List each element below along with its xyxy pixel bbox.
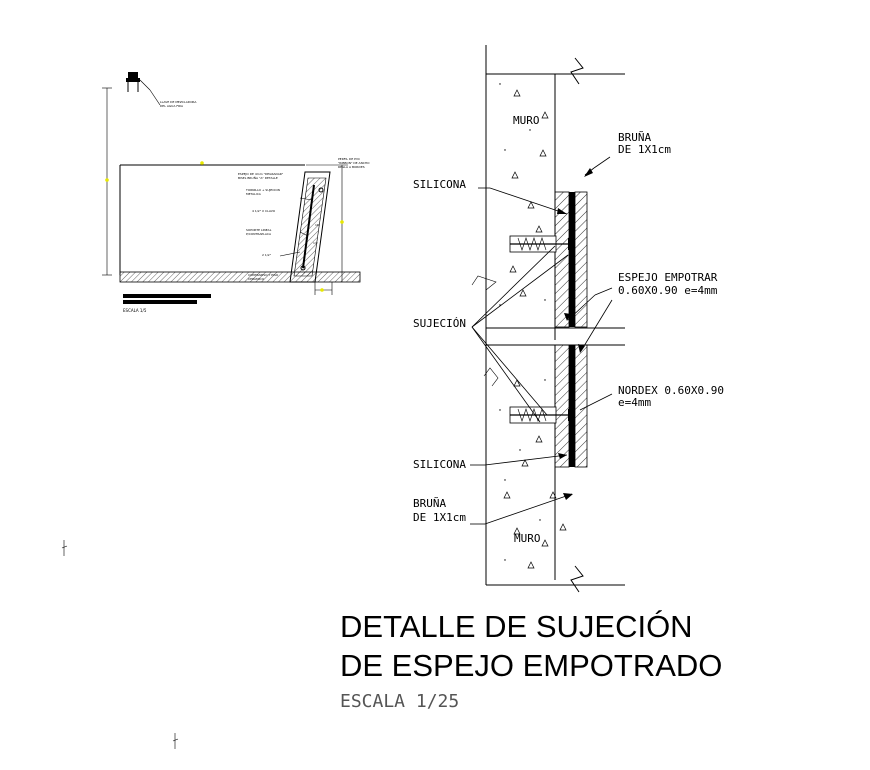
svg-text:REGLA A BORDES: REGLA A BORDES (338, 165, 365, 169)
svg-text:CONTRAPISO Y PISO: CONTRAPISO Y PISO (248, 273, 279, 277)
label-silicona-top: SILICONA (413, 178, 466, 191)
label-espejo: ESPEJO EMPOTRAR (618, 271, 718, 284)
label-muro-bottom: MURO (514, 532, 541, 545)
anchor-bolt-upper (509, 235, 574, 253)
caption-bar (123, 294, 211, 298)
mirror-section: 16 1/2 (289, 171, 331, 283)
svg-text:SOPORTE LINEAL: SOPORTE LINEAL (246, 228, 272, 232)
svg-text:CERAMICO: CERAMICO (248, 277, 265, 281)
label-nordex: NORDEX 0.60X0.90 (618, 384, 724, 397)
svg-text:ESPEJO DE 4mm "DEGRADAR": ESPEJO DE 4mm "DEGRADAR" (238, 172, 284, 176)
label-bruna-bottom: BRUÑA (413, 497, 446, 510)
main-detail: MURO BRUÑA DE 1X1cm SILICONA ESPEJO EMPO… (413, 45, 724, 593)
caption-bar (123, 300, 197, 304)
floor-slab (119, 271, 361, 283)
svg-text:2 1/2": 2 1/2" (262, 253, 272, 257)
label-nordex-thickness: e=4mm (618, 396, 651, 409)
svg-text:4 1/2" X CLAVO: 4 1/2" X CLAVO (252, 209, 276, 213)
concrete-aggregate (503, 89, 567, 569)
small-annotation: LLAVE DE MEZCLADORA (160, 100, 197, 104)
svg-text:METALICA: METALICA (246, 192, 262, 196)
grip-point (105, 178, 109, 182)
label-bruna-bottom-size: DE 1X1cm (413, 511, 466, 524)
small-detail: LLAVE DE MEZCLADORA DEL AGUA FRIA 16 1/2 (102, 72, 370, 313)
svg-text:BISEL BRUÑA "A" DETALLE: BISEL BRUÑA "A" DETALLE (238, 175, 278, 180)
label-silicona-bottom: SILICONA (413, 458, 466, 471)
small-annotation: DEL AGUA FRIA (160, 104, 184, 108)
arrowheads (557, 168, 593, 500)
anchor-bolt-lower (509, 406, 574, 424)
label-sujecion: SUJECIÓN (413, 317, 466, 330)
faucet-icon (126, 72, 161, 106)
svg-text:TORNILLO + SUJECION: TORNILLO + SUJECION (245, 188, 280, 192)
title-scale: ESCALA 1/25 (340, 691, 459, 712)
title-line-2: DE ESPEJO EMPOTRADO (340, 648, 722, 683)
svg-text:1/2: 1/2 (313, 241, 318, 245)
title-line-1: DETALLE DE SUJECIÓN (340, 609, 693, 644)
svg-text:"RIBBON" DE ANCHO: "RIBBON" DE ANCHO (338, 161, 370, 165)
leader-lines (470, 156, 613, 525)
label-bruna-top: BRUÑA (618, 131, 651, 144)
concrete-dots (499, 83, 546, 561)
small-scale: ESCALA 1/5 (123, 308, 147, 313)
svg-text:PERFIL DE PVC: PERFIL DE PVC (338, 157, 360, 161)
label-bruna-top-size: DE 1X1cm (618, 143, 671, 156)
mirror-panel-lower (554, 344, 588, 468)
label-muro-top: MURO (513, 114, 540, 127)
svg-text:16: 16 (315, 223, 319, 227)
label-espejo-size: 0.60X0.90 e=4mm (618, 284, 718, 297)
title-block: DETALLE DE SUJECIÓN DE ESPEJO EMPOTRADO … (340, 609, 722, 712)
svg-text:P/CONTRAPLACA: P/CONTRAPLACA (246, 232, 272, 236)
